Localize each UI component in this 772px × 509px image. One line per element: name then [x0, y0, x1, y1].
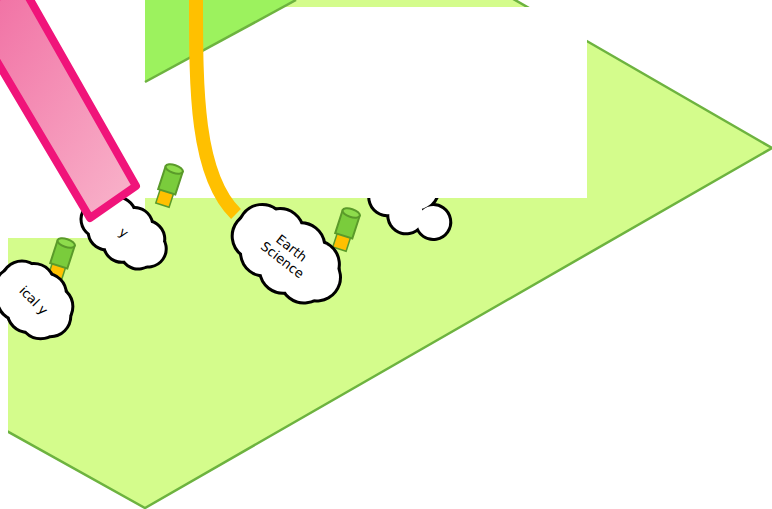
pink-bar — [0, 0, 136, 218]
platform-corner — [145, 0, 296, 82]
cloud-node: Earth Science — [217, 188, 357, 320]
orange-wire — [196, 0, 236, 214]
platform-edge — [145, 0, 296, 82]
cloud-node: y — [70, 183, 177, 282]
pencil — [331, 206, 361, 252]
cloud-node: ical y — [0, 248, 86, 353]
pencil — [154, 162, 184, 208]
